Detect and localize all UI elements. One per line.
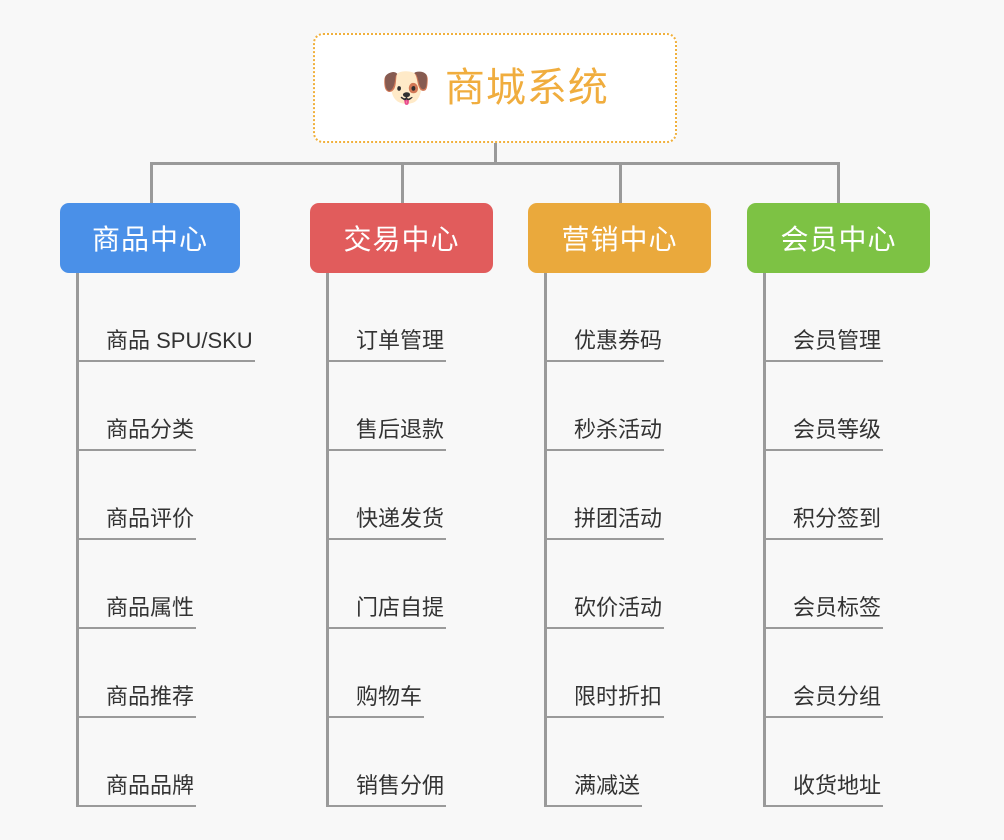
connector-drop-product-center bbox=[150, 162, 153, 205]
leaf-item-label: 商品推荐 bbox=[76, 684, 197, 718]
column-trade-center: 交易中心订单管理售后退款快递发货门店自提购物车销售分佣 bbox=[310, 203, 493, 807]
list-item[interactable]: 快递发货 bbox=[326, 451, 493, 540]
leaf-item-label: 门店自提 bbox=[326, 595, 447, 629]
list-item[interactable]: 销售分佣 bbox=[326, 718, 493, 807]
category-label: 商品中心 bbox=[91, 224, 208, 255]
leaf-item-label: 快递发货 bbox=[326, 506, 447, 540]
list-item[interactable]: 商品评价 bbox=[76, 451, 240, 540]
connector-drop-trade-center bbox=[401, 162, 404, 205]
list-item[interactable]: 会员分组 bbox=[763, 629, 930, 718]
leaf-item-label: 积分签到 bbox=[763, 506, 884, 540]
list-item[interactable]: 限时折扣 bbox=[544, 629, 711, 718]
leaf-item-label: 会员管理 bbox=[763, 328, 884, 362]
leaf-item-label: 会员等级 bbox=[763, 417, 884, 451]
leaf-item-label: 拼团活动 bbox=[544, 506, 665, 540]
root-node-title: 商城系统 bbox=[444, 66, 609, 110]
connector-drop-member-center bbox=[837, 162, 840, 205]
leaf-group-member-center: 会员管理会员等级积分签到会员标签会员分组收货地址 bbox=[747, 273, 930, 807]
list-item[interactable]: 满减送 bbox=[544, 718, 711, 807]
category-box-member-center[interactable]: 会员中心 bbox=[747, 203, 930, 273]
leaf-item-label: 商品 SPU/SKU bbox=[76, 328, 255, 362]
leaf-list-product-center: 商品 SPU/SKU 商品分类商品评价商品属性商品推荐商品品牌 bbox=[76, 273, 255, 807]
list-item[interactable]: 拼团活动 bbox=[544, 451, 711, 540]
leaf-item-label: 会员标签 bbox=[763, 595, 884, 629]
list-item[interactable]: 商品 SPU/SKU bbox=[76, 273, 255, 362]
connector-spine-marketing-center bbox=[544, 273, 547, 807]
connector-spine-member-center bbox=[763, 273, 766, 807]
leaf-item-label: 商品评价 bbox=[76, 506, 197, 540]
list-item[interactable]: 会员等级 bbox=[763, 362, 930, 451]
list-item[interactable]: 售后退款 bbox=[326, 362, 493, 451]
leaf-item-label: 砍价活动 bbox=[544, 595, 665, 629]
list-item[interactable]: 秒杀活动 bbox=[544, 362, 711, 451]
category-label: 会员中心 bbox=[780, 224, 897, 255]
leaf-item-label: 销售分佣 bbox=[326, 773, 447, 807]
list-item[interactable]: 优惠券码 bbox=[544, 273, 711, 362]
list-item[interactable]: 门店自提 bbox=[326, 540, 493, 629]
column-member-center: 会员中心会员管理会员等级积分签到会员标签会员分组收货地址 bbox=[747, 203, 930, 807]
column-marketing-center: 营销中心优惠券码秒杀活动拼团活动砍价活动限时折扣满减送 bbox=[528, 203, 711, 807]
list-item[interactable]: 会员管理 bbox=[763, 273, 930, 362]
list-item[interactable]: 商品属性 bbox=[76, 540, 240, 629]
leaf-list-trade-center: 订单管理售后退款快递发货门店自提购物车销售分佣 bbox=[326, 273, 493, 807]
list-item[interactable]: 购物车 bbox=[326, 629, 493, 718]
leaf-item-label: 秒杀活动 bbox=[544, 417, 665, 451]
leaf-item-label: 商品分类 bbox=[76, 417, 197, 451]
connector-root-stem bbox=[494, 143, 497, 165]
leaf-item-label: 购物车 bbox=[326, 684, 425, 718]
leaf-group-product-center: 商品 SPU/SKU 商品分类商品评价商品属性商品推荐商品品牌 bbox=[60, 273, 255, 807]
list-item[interactable]: 订单管理 bbox=[326, 273, 493, 362]
leaf-item-label: 会员分组 bbox=[763, 684, 884, 718]
leaf-item-label: 限时折扣 bbox=[544, 684, 665, 718]
category-box-marketing-center[interactable]: 营销中心 bbox=[528, 203, 711, 273]
list-item[interactable]: 商品分类 bbox=[76, 362, 240, 451]
leaf-list-member-center: 会员管理会员等级积分签到会员标签会员分组收货地址 bbox=[763, 273, 930, 807]
list-item[interactable]: 积分签到 bbox=[763, 451, 930, 540]
category-label: 营销中心 bbox=[561, 224, 678, 255]
column-product-center: 商品中心商品 SPU/SKU 商品分类商品评价商品属性商品推荐商品品牌 bbox=[60, 203, 255, 807]
leaf-group-trade-center: 订单管理售后退款快递发货门店自提购物车销售分佣 bbox=[310, 273, 493, 807]
root-node-shop-system[interactable]: 🐶 商城系统 bbox=[313, 33, 677, 143]
connector-spine-product-center bbox=[76, 273, 79, 807]
connector-spine-trade-center bbox=[326, 273, 329, 807]
leaf-item-label: 订单管理 bbox=[326, 328, 447, 362]
dog-face-icon: 🐶 bbox=[381, 66, 431, 110]
leaf-item-label: 售后退款 bbox=[326, 417, 447, 451]
connector-drop-marketing-center bbox=[619, 162, 622, 205]
connector-horizontal-bus bbox=[150, 162, 840, 165]
list-item[interactable]: 会员标签 bbox=[763, 540, 930, 629]
list-item[interactable]: 收货地址 bbox=[763, 718, 930, 807]
list-item[interactable]: 商品品牌 bbox=[76, 718, 240, 807]
leaf-item-label: 商品品牌 bbox=[76, 773, 197, 807]
leaf-item-label: 收货地址 bbox=[763, 773, 884, 807]
leaf-item-label: 优惠券码 bbox=[544, 328, 665, 362]
leaf-list-marketing-center: 优惠券码秒杀活动拼团活动砍价活动限时折扣满减送 bbox=[544, 273, 711, 807]
category-box-trade-center[interactable]: 交易中心 bbox=[310, 203, 493, 273]
list-item[interactable]: 商品推荐 bbox=[76, 629, 240, 718]
category-box-product-center[interactable]: 商品中心 bbox=[60, 203, 240, 273]
category-label: 交易中心 bbox=[343, 224, 460, 255]
leaf-group-marketing-center: 优惠券码秒杀活动拼团活动砍价活动限时折扣满减送 bbox=[528, 273, 711, 807]
leaf-item-label: 商品属性 bbox=[76, 595, 197, 629]
list-item[interactable]: 砍价活动 bbox=[544, 540, 711, 629]
leaf-item-label: 满减送 bbox=[544, 773, 643, 807]
